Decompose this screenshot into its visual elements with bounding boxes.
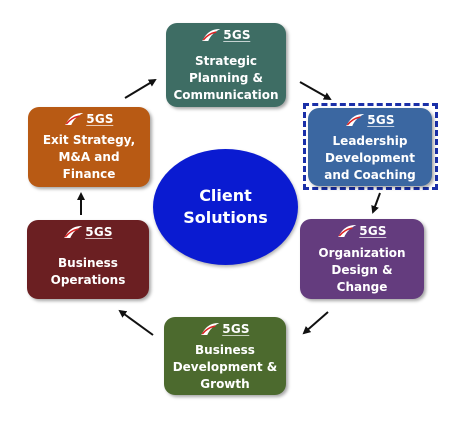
highlight-frame bbox=[303, 103, 438, 190]
box-label: Exit Strategy, M&A and Finance bbox=[42, 133, 136, 181]
logo-text: 5GS bbox=[222, 322, 250, 336]
5gs-logo: 5GS bbox=[345, 113, 395, 127]
flag-swoosh-icon bbox=[64, 226, 83, 238]
box-label: Strategic Planning & Communication bbox=[173, 54, 279, 102]
5gs-logo: 5GS bbox=[201, 28, 251, 42]
5gs-logo: 5GS bbox=[200, 322, 250, 336]
arrow-organization-to-bizdev bbox=[302, 311, 329, 335]
arrow-bizdev-to-operations bbox=[118, 309, 154, 336]
box-label: Business Development & Growth bbox=[172, 343, 278, 391]
flag-swoosh-icon bbox=[346, 114, 365, 126]
flag-swoosh-icon bbox=[338, 225, 357, 237]
organization-design-box: 5GS Organization Design & Change bbox=[300, 219, 424, 299]
logo-text: 5GS bbox=[367, 113, 395, 127]
arrow-leadership-to-organization bbox=[371, 192, 381, 214]
leadership-development-box: 5GS Leadership Development and Coaching bbox=[308, 108, 432, 186]
flag-swoosh-icon bbox=[201, 323, 220, 335]
logo-text: 5GS bbox=[359, 224, 387, 238]
business-development-box: 5GS Business Development & Growth bbox=[164, 317, 286, 395]
5gs-logo: 5GS bbox=[337, 224, 387, 238]
5gs-logo: 5GS bbox=[64, 112, 114, 126]
flag-swoosh-icon bbox=[202, 29, 221, 41]
logo-text: 5GS bbox=[223, 28, 251, 42]
box-label: Organization Design & Change bbox=[318, 246, 406, 294]
strategic-planning-box: 5GS Strategic Planning & Communication bbox=[166, 23, 286, 107]
client-solutions-ellipse: Client Solutions bbox=[153, 149, 298, 265]
5gs-logo: 5GS bbox=[63, 225, 113, 239]
flag-swoosh-icon bbox=[65, 113, 84, 125]
box-label: Business Operations bbox=[50, 256, 126, 287]
exit-strategy-box: 5GS Exit Strategy, M&A and Finance bbox=[28, 107, 150, 187]
arrow-exit-to-strategic bbox=[124, 78, 157, 99]
logo-text: 5GS bbox=[86, 112, 114, 126]
business-operations-box: 5GS Business Operations bbox=[27, 220, 149, 299]
box-label: Leadership Development and Coaching bbox=[324, 134, 416, 182]
arrow-strategic-to-leadership bbox=[299, 81, 332, 100]
logo-text: 5GS bbox=[85, 225, 113, 239]
